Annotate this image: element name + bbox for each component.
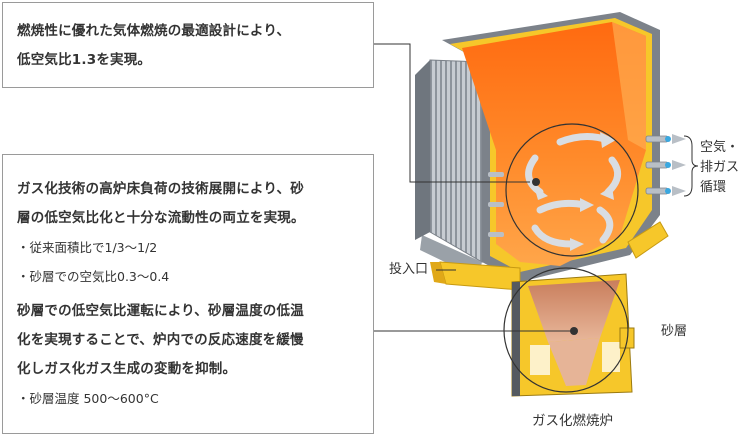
air-label-line-1: 空気・ xyxy=(700,138,739,158)
connector-dot-sand xyxy=(570,327,578,335)
connector-dot-freeboard xyxy=(532,178,540,186)
feed-inlet-label: 投入口 xyxy=(389,262,428,278)
water-tube-wall xyxy=(415,60,482,278)
air-label-line-3: 循環 xyxy=(700,178,739,198)
air-recirculation-label: 空気・ 排ガス 循環 xyxy=(700,138,739,198)
sand-bed-label: 砂層 xyxy=(661,324,687,340)
diagram-caption: ガス化燃焼炉 xyxy=(532,413,613,429)
air-arrows xyxy=(672,134,686,196)
air-label-line-2: 排ガス xyxy=(700,158,739,178)
air-brace xyxy=(684,136,698,196)
